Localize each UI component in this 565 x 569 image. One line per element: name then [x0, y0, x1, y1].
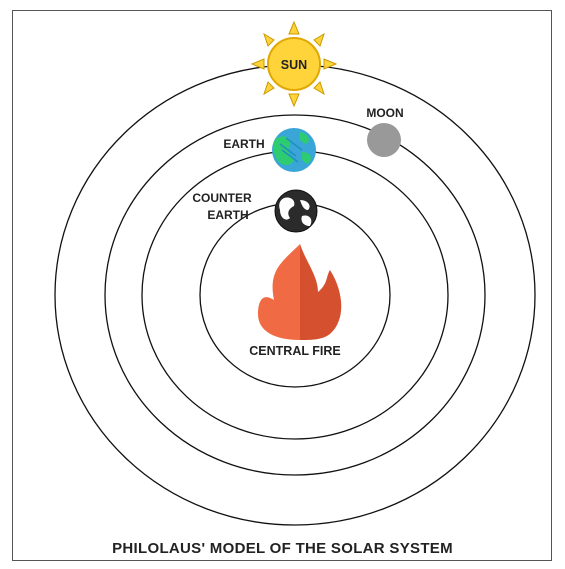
- central-fire-label: CENTRAL FIRE: [249, 344, 340, 358]
- diagram-caption: PHILOLAUS' MODEL OF THE SOLAR SYSTEM: [112, 540, 453, 557]
- earth-icon: [272, 128, 316, 172]
- moon-icon: [367, 123, 401, 157]
- counter-earth-icon: [274, 189, 318, 233]
- moon-label: MOON: [366, 106, 403, 120]
- sun-label: SUN: [281, 58, 307, 72]
- central-fire-icon: [258, 244, 342, 340]
- sun-icon: [250, 20, 338, 108]
- counter-earth-label-line2: EARTH: [207, 208, 248, 222]
- earth-label: EARTH: [223, 137, 264, 151]
- counter-earth-label-line1: COUNTER: [192, 191, 252, 205]
- orbit-third: [104, 114, 486, 476]
